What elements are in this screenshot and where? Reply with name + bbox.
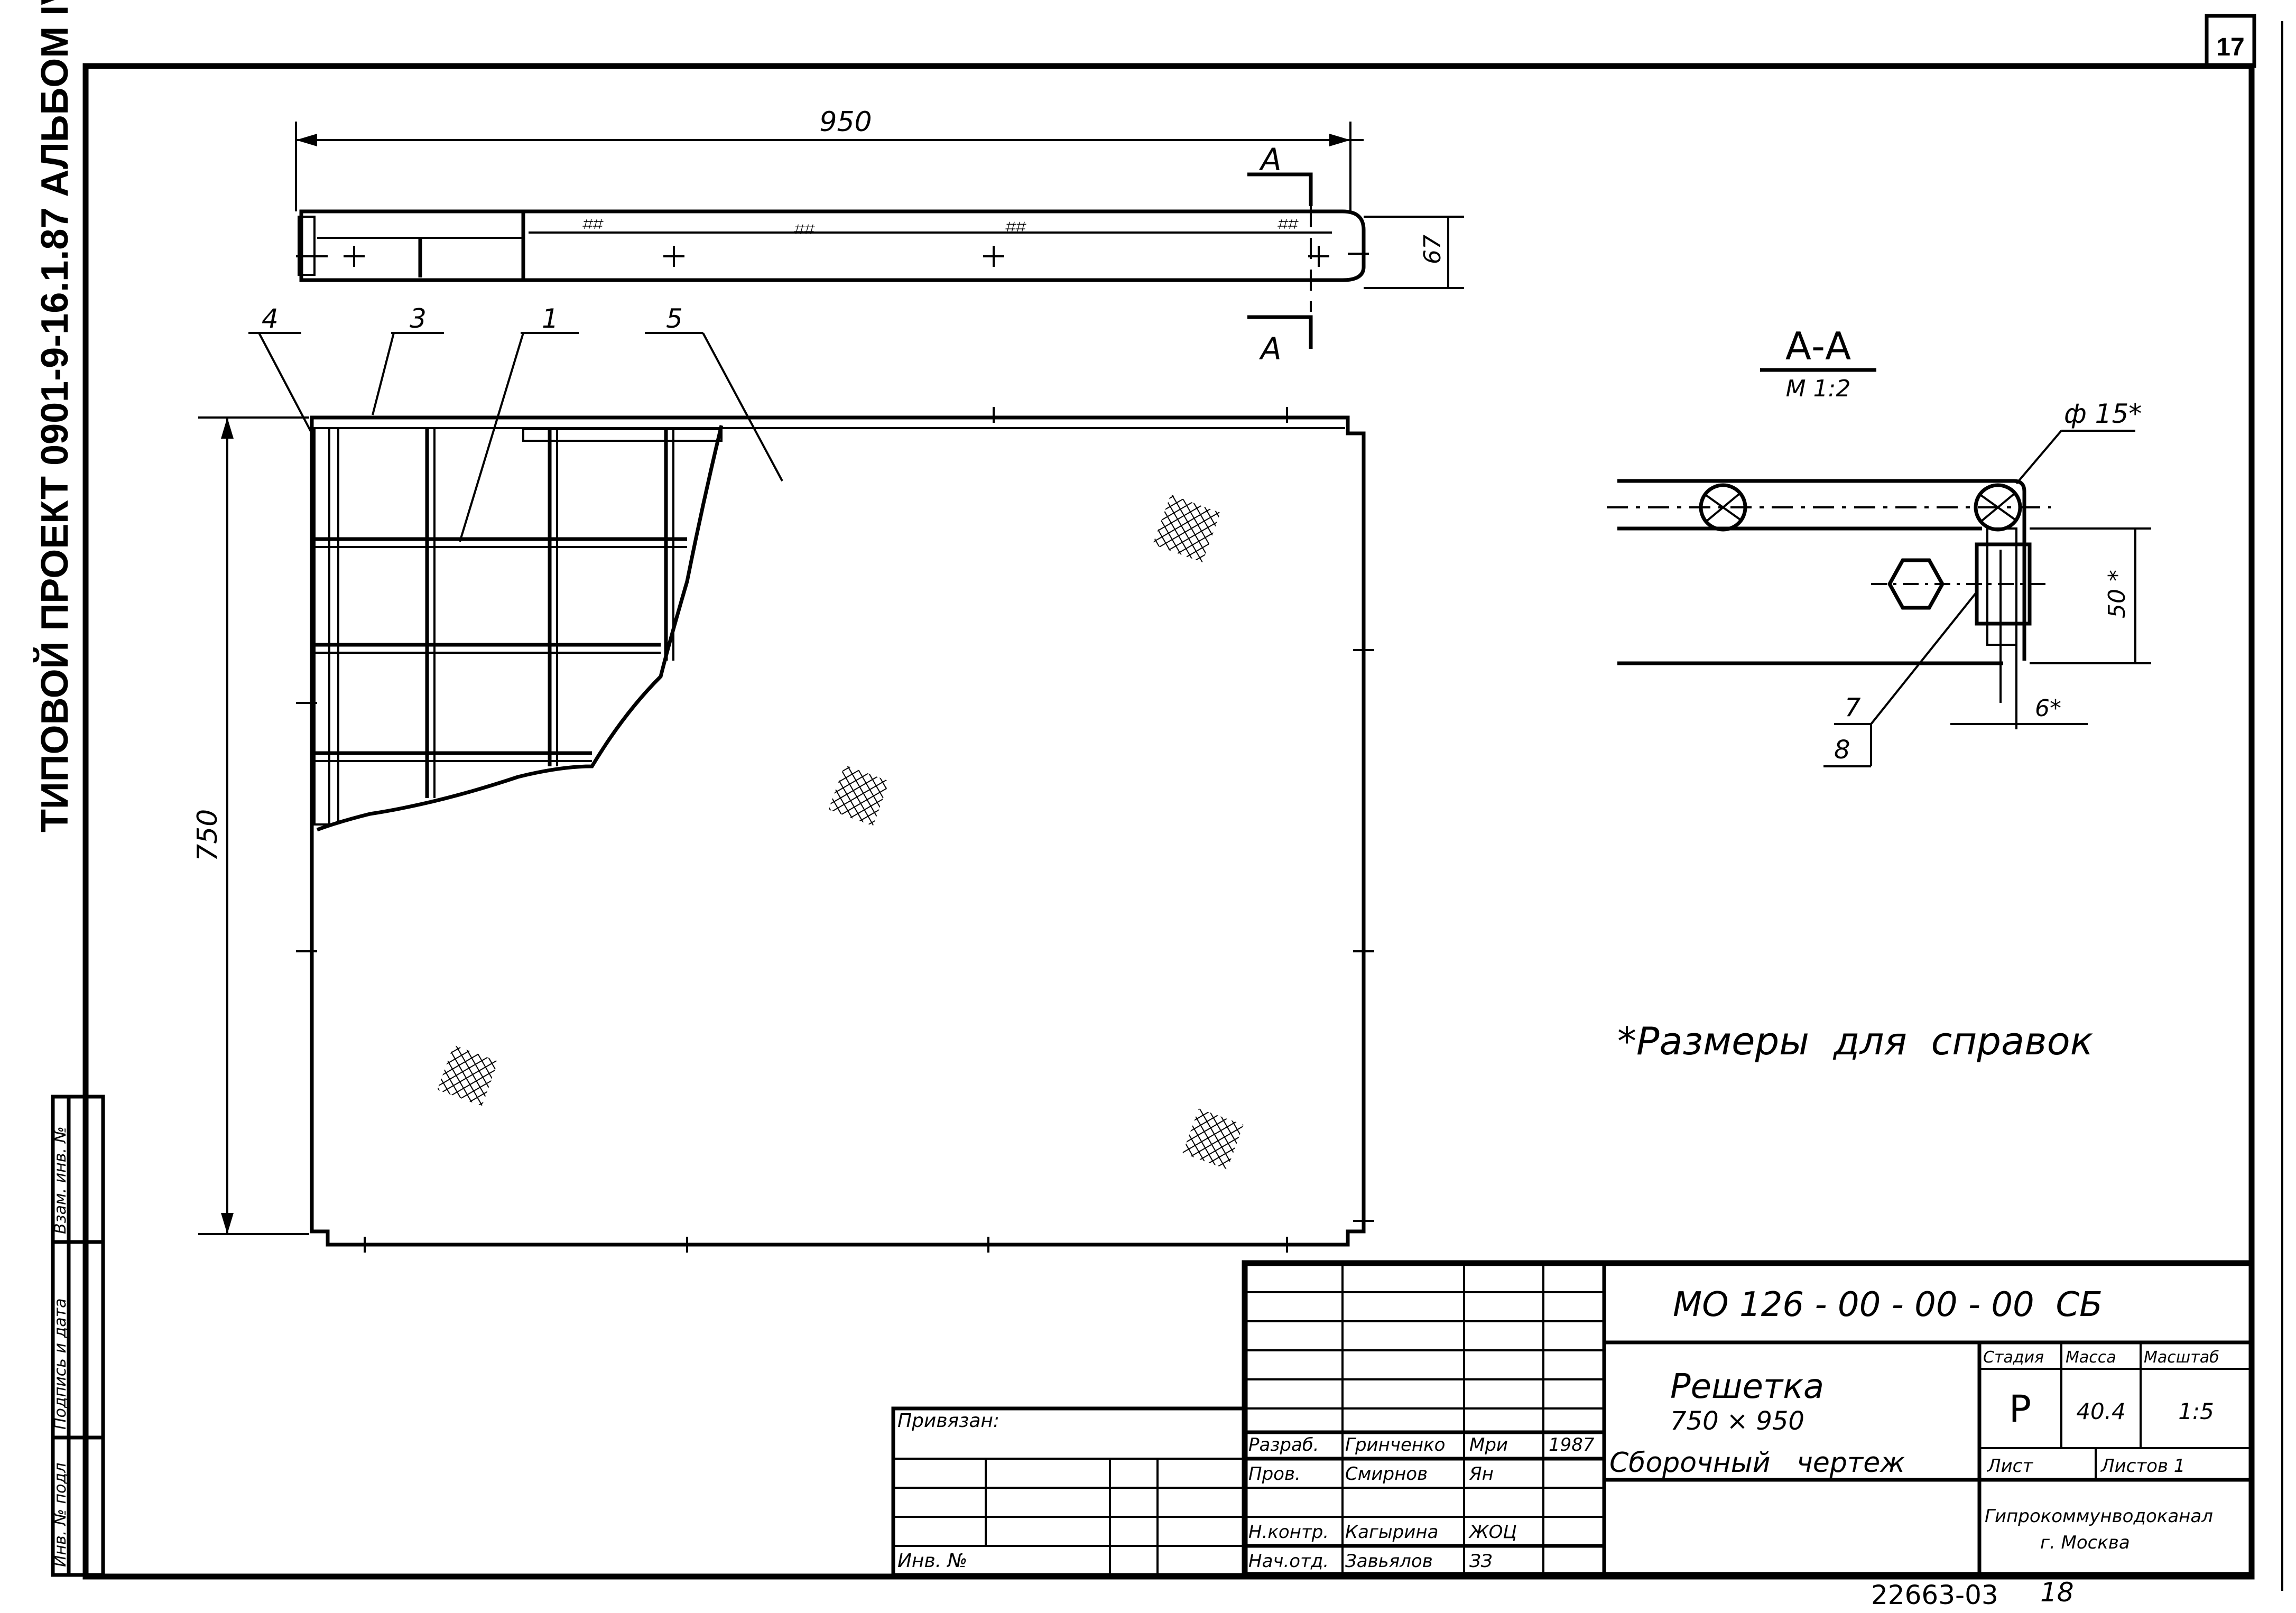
mesh-mark: ⌗⌗ bbox=[581, 214, 604, 235]
top-view: 950 ⌗⌗ ⌗⌗ ⌗⌗ ⌗⌗ 67 А А bbox=[295, 106, 1464, 367]
signature-nkontr: ЖОЦ bbox=[1468, 1522, 1517, 1543]
section-title: А-А bbox=[1785, 324, 1851, 368]
signature-prov: Ян bbox=[1469, 1463, 1494, 1485]
mesh-patch bbox=[1152, 494, 1221, 563]
stage-header: Стадия bbox=[1983, 1348, 2044, 1367]
section-callout-8: 8 bbox=[1834, 735, 1850, 765]
thickness-6-dimension: 6* bbox=[2035, 695, 2061, 722]
name-prov: Смирнов bbox=[1345, 1463, 1428, 1485]
callout-1: 1 bbox=[459, 303, 579, 542]
section-aa: А-А М 1:2 ф 15* 50 * 6* 7 8 bbox=[1607, 324, 2151, 767]
inv-no-label: Инв. № bbox=[897, 1550, 967, 1572]
side-title: ТИПОВОЙ ПРОЕКТ 0901-9-16.1.87 АЛЬБОМ IV bbox=[33, 0, 76, 832]
signature-razrab: Мри bbox=[1469, 1434, 1508, 1456]
svg-text:3: 3 bbox=[410, 303, 427, 334]
role-nkontr: Н.контр. bbox=[1248, 1522, 1329, 1543]
mass-header: Масса bbox=[2066, 1348, 2116, 1367]
mesh-patch bbox=[1182, 1108, 1244, 1170]
title-block: Привязан: Инв. № Разраб. Гринченко Мри 1… bbox=[891, 1260, 2255, 1578]
sheet-label: Лист bbox=[1986, 1456, 2033, 1477]
name-nachotd: Завьялов bbox=[1345, 1551, 1433, 1572]
item-size: 750 × 950 bbox=[1670, 1406, 1804, 1436]
mesh-mark: ⌗⌗ bbox=[793, 219, 815, 240]
sheet-number: 17 bbox=[2216, 33, 2244, 61]
rod-section bbox=[1699, 483, 1747, 532]
item-name: Решетка bbox=[1670, 1367, 1824, 1406]
section-scale: М 1:2 bbox=[1786, 375, 1851, 402]
stage-value: Р bbox=[2009, 1387, 2031, 1431]
callout-4: 4 bbox=[248, 303, 313, 434]
strip-inv-no: Инв. № подл bbox=[51, 1463, 70, 1567]
name-nkontr: Кагырина bbox=[1345, 1522, 1438, 1543]
mesh-mark: ⌗⌗ bbox=[1004, 216, 1026, 237]
section-mark-lower: А bbox=[1258, 331, 1282, 367]
role-nachotd: Нач.отд. bbox=[1248, 1551, 1329, 1572]
svg-text:1: 1 bbox=[542, 303, 559, 334]
role-prov: Пров. bbox=[1248, 1463, 1301, 1485]
mesh-mark: ⌗⌗ bbox=[1276, 214, 1299, 235]
drawing-frame bbox=[82, 63, 2255, 1580]
strip-signature-date: Подпись и дата bbox=[51, 1299, 70, 1430]
organization-city: г. Москва bbox=[2040, 1532, 2130, 1553]
doc-type: Сборочный чертеж bbox=[1609, 1447, 1905, 1479]
archive-page: 18 bbox=[2040, 1577, 2074, 1608]
section-mark-upper: А bbox=[1258, 142, 1282, 178]
callout-3: 3 bbox=[372, 303, 444, 415]
scale-value: 1:5 bbox=[2178, 1398, 2214, 1424]
mesh-patch bbox=[828, 765, 890, 826]
mesh-patch bbox=[437, 1045, 498, 1106]
organization: Гипрокоммунводоканал bbox=[1985, 1506, 2213, 1527]
sheet-number-box bbox=[2205, 14, 2256, 68]
height-50-dimension: 50 * bbox=[2104, 570, 2131, 618]
break-line bbox=[316, 425, 724, 832]
privyazan-label: Привязан: bbox=[897, 1410, 999, 1432]
archive-number: 22663-03 bbox=[1871, 1580, 1998, 1610]
grate-bars bbox=[313, 427, 723, 826]
left-approval-strip: Инв. № подл Подпись и дата Взам. инв. № bbox=[51, 1095, 105, 1577]
mass-value: 40.4 bbox=[2076, 1398, 2126, 1424]
role-razrab: Разраб. bbox=[1248, 1434, 1319, 1456]
callout-5: 5 bbox=[645, 303, 783, 481]
name-razrab: Гринченко bbox=[1345, 1434, 1445, 1456]
top-height-dimension: 67 bbox=[1419, 235, 1446, 264]
reference-note: *Размеры для справок bbox=[1617, 1019, 2093, 1063]
scale-header: Масштаб bbox=[2144, 1348, 2219, 1367]
plan-height-dimension: 750 bbox=[192, 809, 224, 861]
svg-text:5: 5 bbox=[666, 303, 683, 334]
sheets-label: Листов 1 bbox=[2100, 1456, 2185, 1477]
strip-replace-inv: Взам. инв. № bbox=[51, 1126, 70, 1234]
svg-text:4: 4 bbox=[262, 303, 279, 334]
diameter-dimension: ф 15* bbox=[2064, 398, 2142, 429]
plan-view: 750 4 3 1 5 bbox=[192, 303, 1374, 1253]
top-length-dimension: 950 bbox=[819, 106, 872, 138]
section-callout-7: 7 bbox=[1845, 693, 1861, 722]
designation: МО 126 - 00 - 00 - 00 СБ bbox=[1673, 1285, 2103, 1324]
date-razrab: 1987 bbox=[1549, 1434, 1595, 1456]
signature-nachotd: ЗЗ bbox=[1469, 1551, 1493, 1572]
